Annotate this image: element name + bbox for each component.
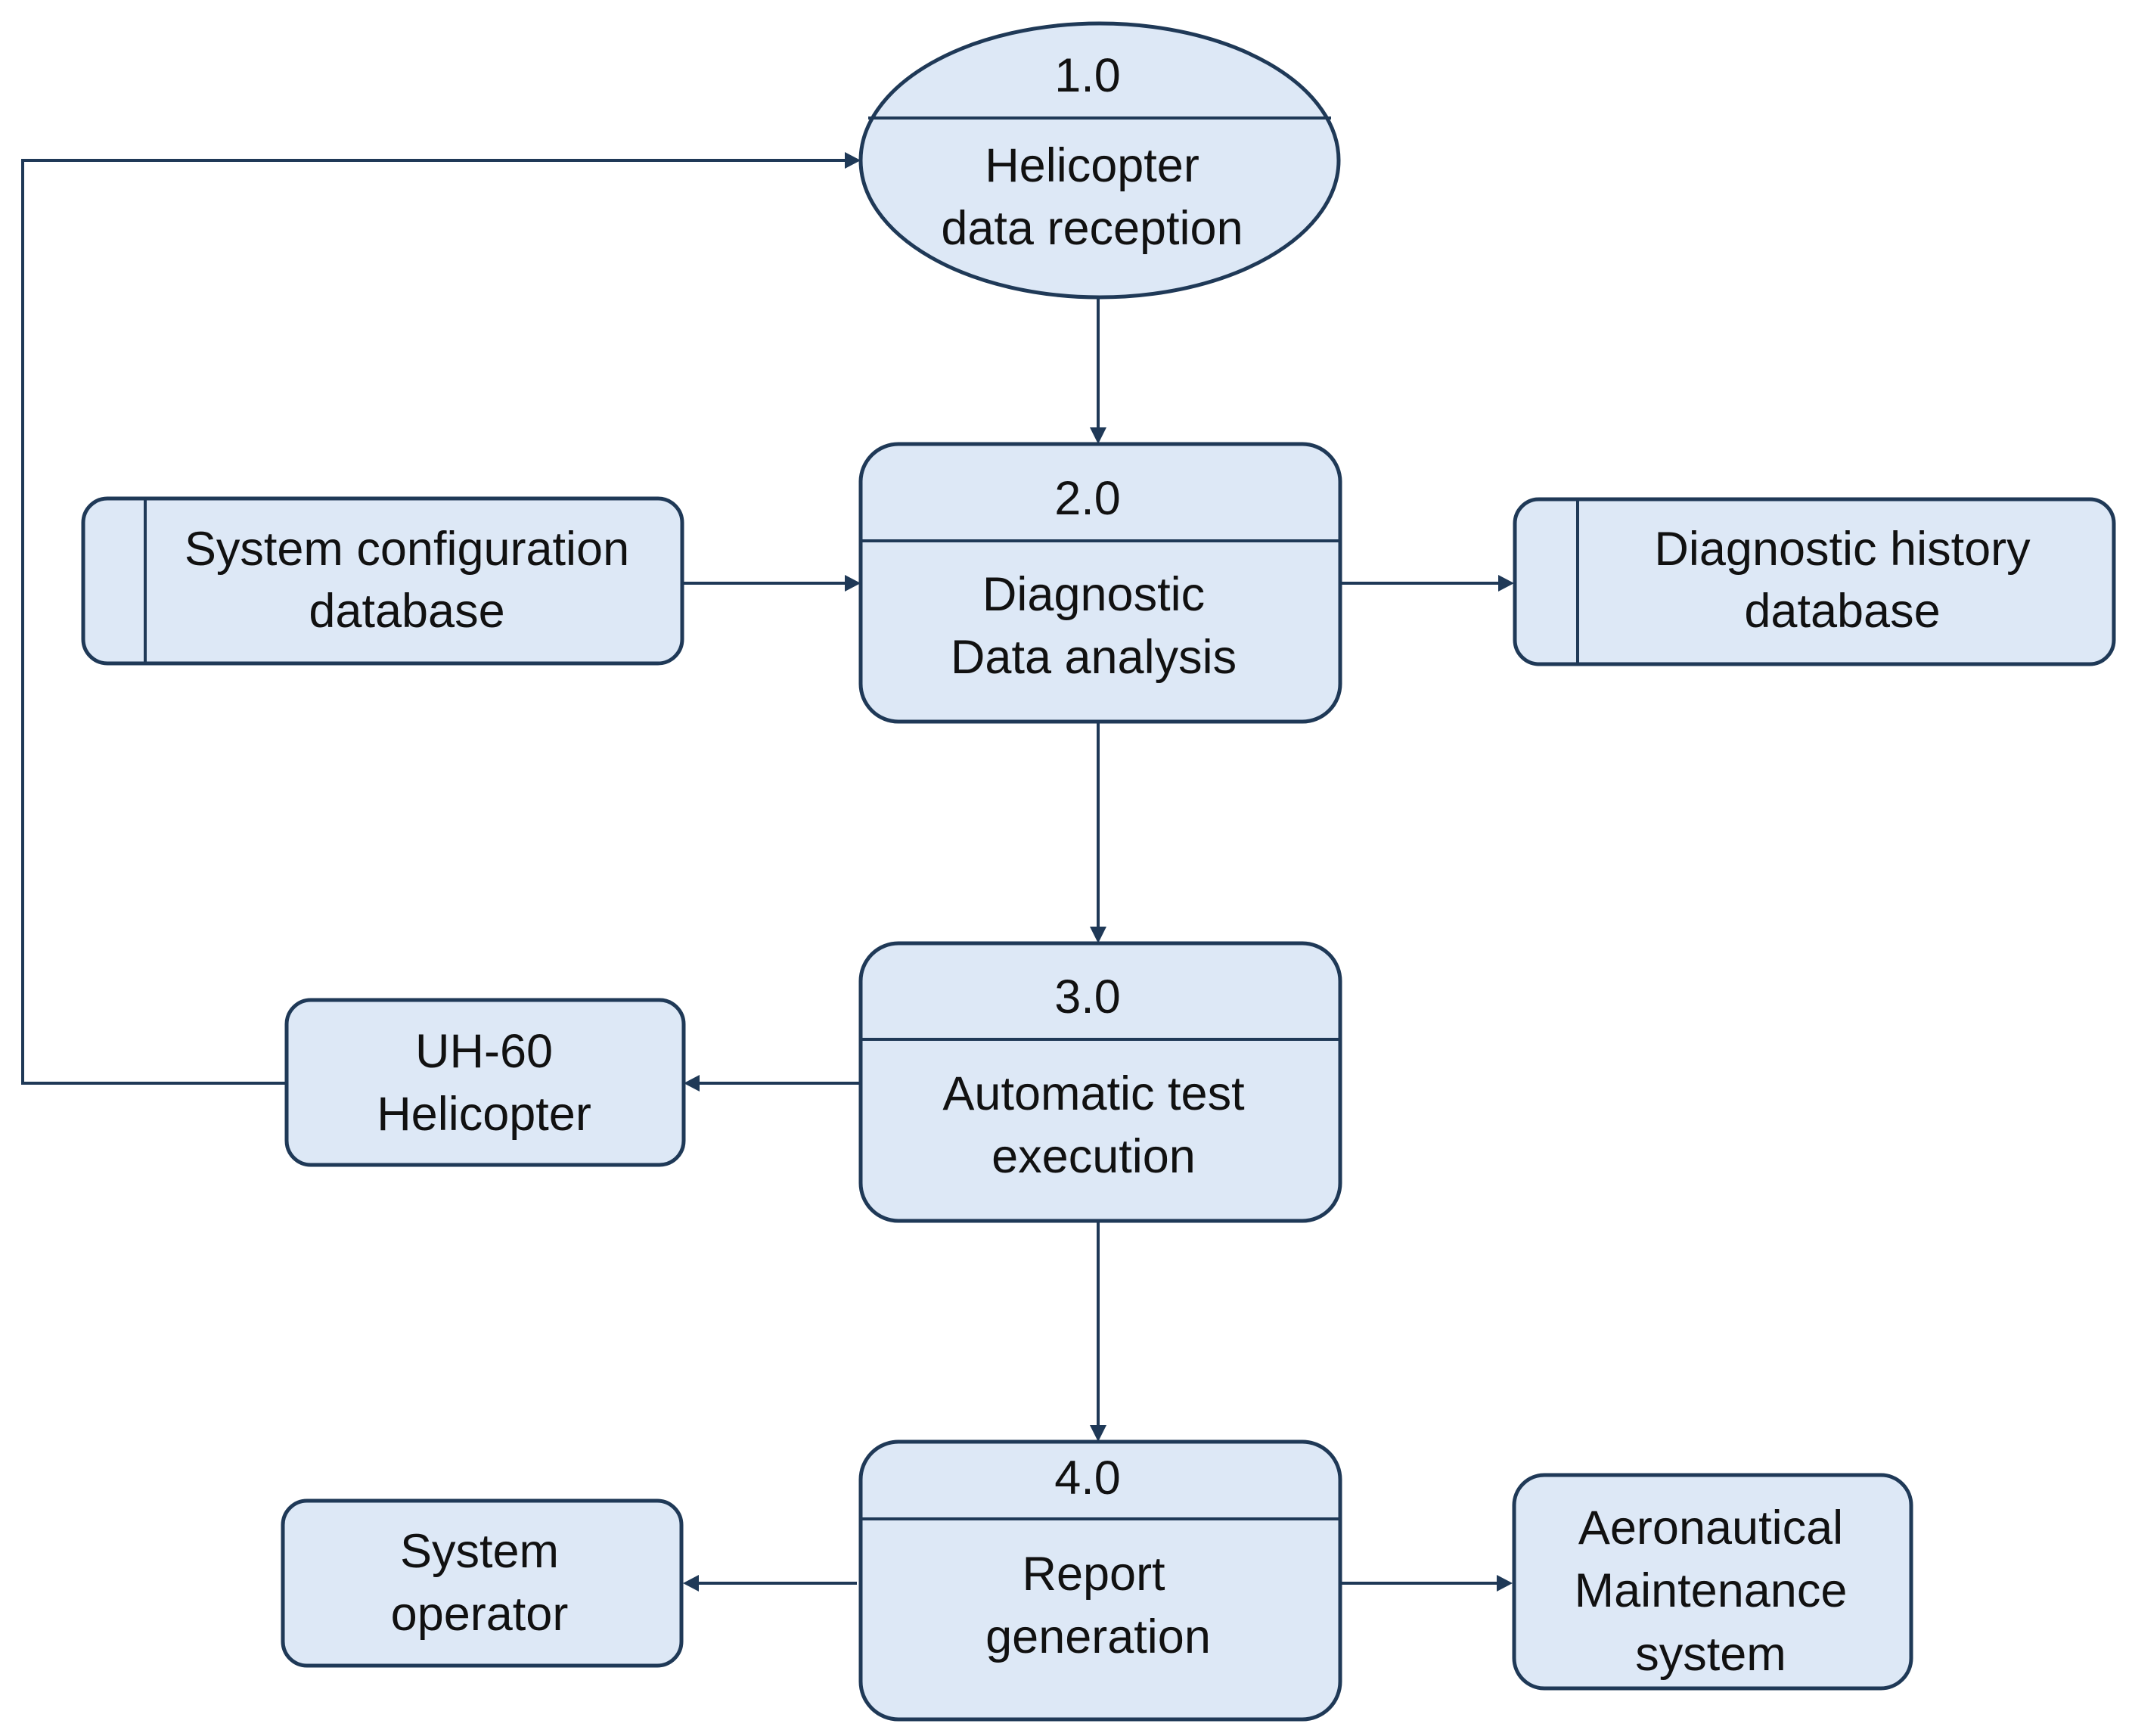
process-2-label-line1: Diagnostic [982, 568, 1205, 621]
arrowhead-into-maintenance [1497, 1575, 1513, 1592]
config-store-label-line1: System configuration [185, 523, 629, 576]
process-2-diagnostic-data-analysis: 2.0 Diagnostic Data analysis [858, 442, 1342, 724]
config-store-shape [81, 496, 684, 666]
helicopter-entity-shape [284, 998, 686, 1167]
maintenance-entity-label-line1: Aeronautical [1578, 1502, 1843, 1554]
process-1-label-line1: Helicopter [985, 139, 1199, 192]
process-2-number: 2.0 [1054, 472, 1121, 525]
data-store-system-configuration-database: System configuration database [81, 496, 684, 666]
process-1-helicopter-data-reception: 1.0 Helicopter data reception [858, 21, 1341, 300]
process-2-shape [858, 442, 1342, 724]
operator-entity-label-line1: System [400, 1525, 559, 1578]
helicopter-entity-label-line1: UH-60 [415, 1025, 553, 1078]
entity-system-operator: System operator [281, 1498, 684, 1668]
flow-connectors [21, 152, 1514, 1592]
process-1-label-line2: data reception [941, 202, 1243, 255]
maintenance-entity-shape [1512, 1473, 1913, 1691]
arrowhead-into-report [1090, 1425, 1106, 1442]
process-4-shape [858, 1439, 1342, 1722]
process-3-automatic-test-execution: 3.0 Automatic test execution [858, 941, 1342, 1223]
process-2-label-line2: Data analysis [951, 631, 1237, 684]
flow-helicopter-to-reception [21, 159, 846, 1085]
process-4-number: 4.0 [1054, 1452, 1121, 1505]
process-1-number: 1.0 [1054, 49, 1121, 102]
process-3-number: 3.0 [1054, 970, 1121, 1023]
history-store-label-line1: Diagnostic history [1654, 523, 2031, 576]
process-3-label-line2: execution [992, 1130, 1196, 1183]
maintenance-entity-label-line3: system [1635, 1628, 1786, 1681]
arrowhead-into-reception [845, 152, 861, 169]
entity-uh60-helicopter: UH-60 Helicopter [284, 998, 686, 1167]
arrowhead-into-analysis-left [845, 575, 861, 592]
arrowhead-into-analysis-top [1090, 427, 1106, 444]
process-4-label-line2: generation [985, 1610, 1211, 1663]
data-store-diagnostic-history-database: Diagnostic history database [1513, 497, 2116, 666]
entity-aeronautical-maintenance-system: Aeronautical Maintenance system [1512, 1473, 1913, 1691]
arrowhead-into-operator [683, 1575, 699, 1592]
process-1-shape [858, 21, 1341, 300]
maintenance-entity-label-line2: Maintenance [1575, 1564, 1848, 1617]
process-4-report-generation: 4.0 Report generation [858, 1439, 1342, 1722]
helicopter-entity-label-line2: Helicopter [377, 1088, 591, 1141]
operator-entity-label-line2: operator [391, 1588, 569, 1641]
arrowhead-into-history [1498, 575, 1514, 592]
history-store-label-line2: database [1744, 585, 1940, 638]
config-store-label-line2: database [309, 585, 504, 638]
process-3-shape [858, 941, 1342, 1223]
history-store-shape [1513, 497, 2116, 666]
arrowhead-into-helicopter [684, 1075, 700, 1092]
process-4-label-line1: Report [1022, 1548, 1165, 1601]
arrowhead-into-test [1090, 927, 1106, 943]
process-3-label-line1: Automatic test [942, 1067, 1245, 1120]
operator-entity-shape [281, 1498, 684, 1668]
